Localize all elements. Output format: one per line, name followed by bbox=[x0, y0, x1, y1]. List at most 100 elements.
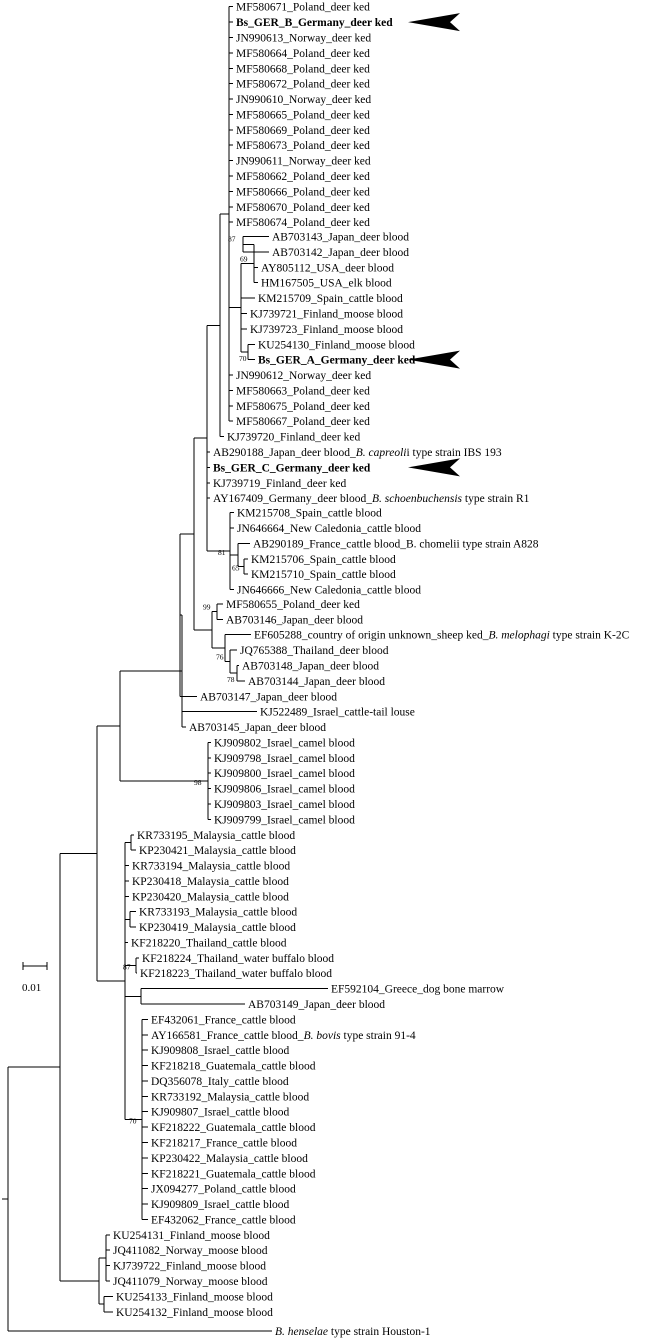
taxon-label-text: KJ739719_Finland_deer ked bbox=[213, 478, 346, 490]
taxon-species-name: B. melophagi bbox=[488, 630, 549, 642]
taxon-label-text: MF580675_Poland_deer ked bbox=[236, 401, 370, 413]
taxon-label: KJ522489_Israel_cattle-tail louse bbox=[260, 707, 415, 719]
taxon-label: MF580662_Poland_deer ked bbox=[236, 171, 370, 183]
taxon-label: EF605288_country of origin unknown_sheep… bbox=[254, 630, 630, 642]
taxon-label: JN646666_New Caledonia_cattle blood bbox=[237, 585, 421, 597]
taxon-label-text: KU254131_Finland_moose blood bbox=[113, 1230, 270, 1242]
taxon-label-text: KP230419_Malaysia_cattle blood bbox=[139, 922, 296, 934]
taxon-label: KJ909800_Israel_camel blood bbox=[214, 768, 355, 780]
taxon-strain-text: type strain R1 bbox=[462, 493, 530, 505]
taxon-label-text: KR733193_Malaysia_cattle blood bbox=[139, 907, 297, 919]
taxon-label-text: KJ739723_Finland_moose blood bbox=[250, 324, 403, 336]
taxon-label: HM167505_USA_elk blood bbox=[261, 278, 392, 290]
taxon-label-text: AB703147_Japan_deer blood bbox=[200, 691, 337, 703]
taxon-label: AB703149_Japan_deer blood bbox=[248, 999, 385, 1011]
taxon-label-text: MF580672_Poland_deer ked bbox=[236, 79, 370, 91]
taxon-label: KF218217_France_cattle blood bbox=[151, 1138, 297, 1150]
taxon-label-text: MF580665_Poland_deer ked bbox=[236, 109, 370, 121]
taxon-label-text: KF218221_Guatemala_cattle blood bbox=[151, 1168, 316, 1180]
taxon-label: KF218218_Guatemala_cattle blood bbox=[151, 1061, 316, 1073]
taxon-label-text: EF592104_Greece_dog bone marrow bbox=[331, 984, 505, 996]
bootstrap-value: 87 bbox=[228, 234, 236, 243]
taxon-label-text: KP230421_Malaysia_cattle blood bbox=[139, 845, 296, 857]
taxon-label: KU254133_Finland_moose blood bbox=[116, 1291, 273, 1303]
taxon-label-text: MF580664_Poland_deer ked bbox=[236, 48, 370, 60]
taxon-label-text: MF580666_Poland_deer ked bbox=[236, 186, 370, 198]
highlight-arrows bbox=[408, 13, 460, 477]
taxon-label: KF218220_Thailand_cattle blood bbox=[131, 937, 287, 949]
taxon-label: KJ909809_Israel_cattle blood bbox=[151, 1199, 290, 1211]
taxon-label-text: KJ909798_Israel_camel blood bbox=[214, 753, 355, 765]
taxon-label-text: AB290189_France_cattle blood_B. chomelii… bbox=[253, 538, 539, 550]
taxon-label: MF580670_Poland_deer ked bbox=[236, 202, 370, 214]
taxon-label-text: JN646666_New Caledonia_cattle blood bbox=[237, 585, 421, 597]
taxon-label-text: MF580671_Poland_deer ked bbox=[236, 2, 370, 14]
taxon-label: MF580675_Poland_deer ked bbox=[236, 401, 370, 413]
taxon-label: KJ739721_Finland_moose blood bbox=[250, 309, 403, 321]
taxon-label-text: MF580668_Poland_deer ked bbox=[236, 63, 370, 75]
taxon-label: KU254131_Finland_moose blood bbox=[113, 1230, 270, 1242]
taxon-label: KJ909803_Israel_camel blood bbox=[214, 799, 355, 811]
taxon-label-text: EF432061_France_cattle blood bbox=[151, 1014, 296, 1026]
taxon-label-text: KF218223_Thailand_water buffalo blood bbox=[140, 968, 332, 980]
taxon-label: KJ739722_Finland_moose blood bbox=[113, 1261, 266, 1273]
taxon-label: JN990613_Norway_deer ked bbox=[236, 33, 371, 45]
taxon-label: MF580669_Poland_deer ked bbox=[236, 125, 370, 137]
taxon-strain-text: i type strain IBS 193 bbox=[406, 447, 501, 459]
taxon-label-text: MF580663_Poland_deer ked bbox=[236, 385, 370, 397]
highlight-arrow-icon bbox=[408, 350, 460, 369]
taxon-label-text: KM215710_Spain_cattle blood bbox=[251, 569, 396, 581]
taxon-label: AB703142_Japan_deer blood bbox=[272, 247, 409, 259]
taxon-label-text: AB703149_Japan_deer blood bbox=[248, 999, 385, 1011]
taxon-label-text: KU254132_Finland_moose blood bbox=[116, 1307, 273, 1319]
taxon-label: KR733195_Malaysia_cattle blood bbox=[137, 830, 295, 842]
taxon-label-text: KU254130_Finland_moose blood bbox=[258, 339, 415, 351]
taxon-label-text: JQ411082_Norway_moose blood bbox=[113, 1245, 268, 1257]
taxon-label: MF580668_Poland_deer ked bbox=[236, 63, 370, 75]
scale-bar-label: 0.01 bbox=[22, 982, 41, 994]
taxon-label-text: Bs_GER_C_Germany_deer ked bbox=[213, 462, 371, 474]
taxon-species-name: B. bovis bbox=[304, 1030, 342, 1042]
taxon-label: Bs_GER_A_Germany_deer ked bbox=[258, 355, 416, 367]
bootstrap-value: 70 bbox=[129, 1116, 137, 1125]
taxon-species-name: B. henselae bbox=[275, 1326, 328, 1338]
taxon-species-name: B. capreoli bbox=[356, 447, 407, 459]
taxon-label-text: KM215709_Spain_cattle blood bbox=[258, 293, 403, 305]
taxon-label: MF580674_Poland_deer ked bbox=[236, 217, 370, 229]
taxon-label-text: AB703142_Japan_deer blood bbox=[272, 247, 409, 259]
bootstrap-value: 76 bbox=[216, 653, 224, 662]
bootstrap-value: 99 bbox=[203, 603, 211, 612]
taxon-label-text: KF218220_Thailand_cattle blood bbox=[131, 937, 287, 949]
taxon-label-text: HM167505_USA_elk blood bbox=[261, 278, 392, 290]
taxon-label-text: AB703148_Japan_deer blood bbox=[242, 661, 379, 673]
taxon-label: B. henselae type strain Houston-1 bbox=[275, 1326, 431, 1338]
taxon-label-text: KJ909800_Israel_camel blood bbox=[214, 768, 355, 780]
taxon-label: JQ765388_Thailand_deer blood bbox=[240, 645, 389, 657]
taxon-label-text: KR733194_Malaysia_cattle blood bbox=[132, 861, 290, 873]
taxon-label-text: JN990611_Norway_deer ked bbox=[236, 156, 371, 168]
taxon-label-text: KJ739722_Finland_moose blood bbox=[113, 1261, 266, 1273]
taxon-label-text: KJ909799_Israel_camel blood bbox=[214, 814, 355, 826]
taxon-label: AY167409_Germany_deer blood_B. schoenbuc… bbox=[213, 493, 530, 505]
tree-branches bbox=[2, 6, 328, 1332]
taxon-label-text: KJ909809_Israel_cattle blood bbox=[151, 1199, 290, 1211]
taxon-label-text: KP230420_Malaysia_cattle blood bbox=[132, 891, 289, 903]
taxon-label-text: MF580662_Poland_deer ked bbox=[236, 171, 370, 183]
taxon-label: AB703144_Japan_deer blood bbox=[248, 676, 385, 688]
taxon-label-text: KJ909802_Israel_camel blood bbox=[214, 737, 355, 749]
taxon-label-text: KJ909806_Israel_camel blood bbox=[214, 784, 355, 796]
taxon-label-text: AB290188_Japan_deer blood_ bbox=[213, 447, 356, 459]
taxon-label-text: AB703145_Japan_deer blood bbox=[189, 722, 326, 734]
taxon-label: KF218223_Thailand_water buffalo blood bbox=[140, 968, 332, 980]
taxon-label-text: EF432062_France_cattle blood bbox=[151, 1214, 296, 1226]
taxon-label: EF432062_France_cattle blood bbox=[151, 1214, 296, 1226]
taxon-label: KF218222_Guatemala_cattle blood bbox=[151, 1122, 316, 1134]
taxon-species-name: B. schoenbuchensis bbox=[372, 493, 463, 505]
taxon-label: KJ739720_Finland_deer ked bbox=[227, 432, 360, 444]
taxon-label-text: AB703143_Japan_deer blood bbox=[272, 232, 409, 244]
taxon-label: KM215708_Spain_cattle blood bbox=[237, 508, 382, 520]
taxon-label: KM215710_Spain_cattle blood bbox=[251, 569, 396, 581]
taxon-label-text: KF218217_France_cattle blood bbox=[151, 1138, 297, 1150]
taxon-label-text: KJ909808_Israel_cattle blood bbox=[151, 1045, 290, 1057]
bootstrap-value: 78 bbox=[227, 675, 235, 684]
